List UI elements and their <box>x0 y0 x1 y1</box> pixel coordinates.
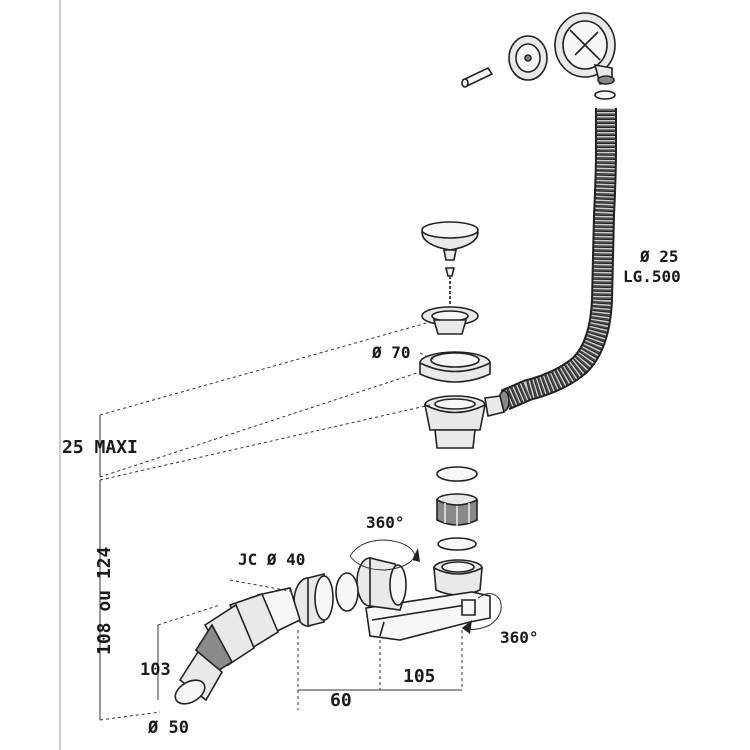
outlet-length-label: 103 <box>140 660 171 680</box>
waste-flange-ring <box>419 351 491 383</box>
flexible-hose <box>498 108 617 412</box>
overflow-screw <box>461 66 494 88</box>
compression-nut <box>293 572 334 628</box>
overflow-hose-diameter-label: Ø 25 <box>639 247 679 266</box>
rotation-arrow-top <box>349 539 420 571</box>
waste-nut <box>436 493 478 526</box>
overflow-body <box>554 12 616 85</box>
hose-length-label: LG.500 <box>623 267 681 286</box>
max-thickness-label: 25 MAXI <box>62 437 138 458</box>
outlet-diameter-label: Ø 50 <box>147 718 189 738</box>
height-range-label: 108 ou 124 <box>94 546 115 655</box>
rotation-right-label: 360° <box>500 628 539 647</box>
rotation-top-label: 360° <box>366 513 405 532</box>
dimension-60-label: 60 <box>330 690 352 711</box>
waste-washer <box>436 466 478 482</box>
trap-washer <box>437 537 477 551</box>
elbow-connector <box>356 556 407 611</box>
dimension-lines <box>99 321 463 721</box>
plug-cap <box>421 221 479 261</box>
overflow-washer <box>594 90 616 100</box>
overflow-cover <box>508 35 548 81</box>
waste-diameter-label: Ø 70 <box>371 343 411 362</box>
joint-ring <box>335 572 359 612</box>
rotation-arrow-right <box>461 593 502 634</box>
dimension-105-label: 105 <box>403 666 436 687</box>
joint-label: JC Ø 40 <box>238 550 305 569</box>
strainer <box>421 306 479 335</box>
outlet-pipe <box>174 587 301 705</box>
trap-inlet <box>433 559 483 596</box>
plug-stem <box>444 267 456 305</box>
waste-body <box>423 395 505 449</box>
